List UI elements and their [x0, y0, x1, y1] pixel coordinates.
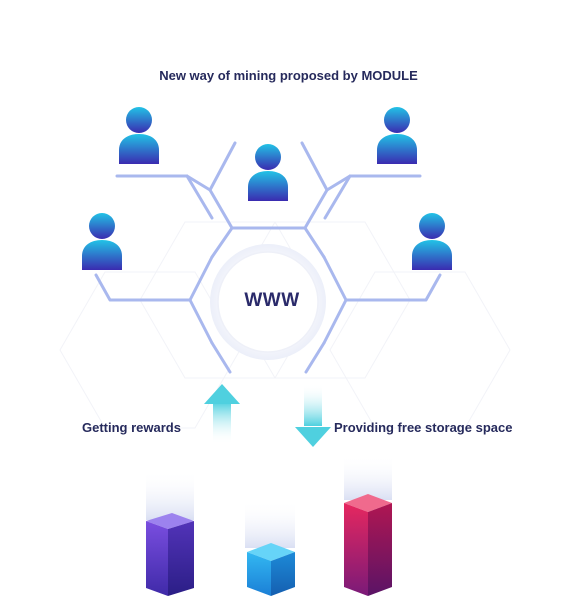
user-icon	[82, 213, 122, 270]
arrow-down-icon	[295, 384, 331, 447]
getting-rewards-label: Getting rewards	[82, 420, 181, 435]
storage-block-icon	[245, 500, 295, 596]
hexagon-network	[94, 141, 442, 374]
user-icon	[119, 107, 159, 164]
user-icon	[412, 213, 452, 270]
storage-block-icon	[344, 455, 392, 596]
user-icon	[248, 144, 288, 201]
arrow-up-icon	[204, 384, 240, 444]
storage-block-icon	[146, 470, 194, 596]
diagram-title: New way of mining proposed by MODULE	[159, 68, 418, 83]
www-label: WWW	[244, 290, 300, 311]
storage-space-label: Providing free storage space	[334, 420, 513, 435]
www-node-ring	[217, 251, 319, 353]
user-icon	[377, 107, 417, 164]
